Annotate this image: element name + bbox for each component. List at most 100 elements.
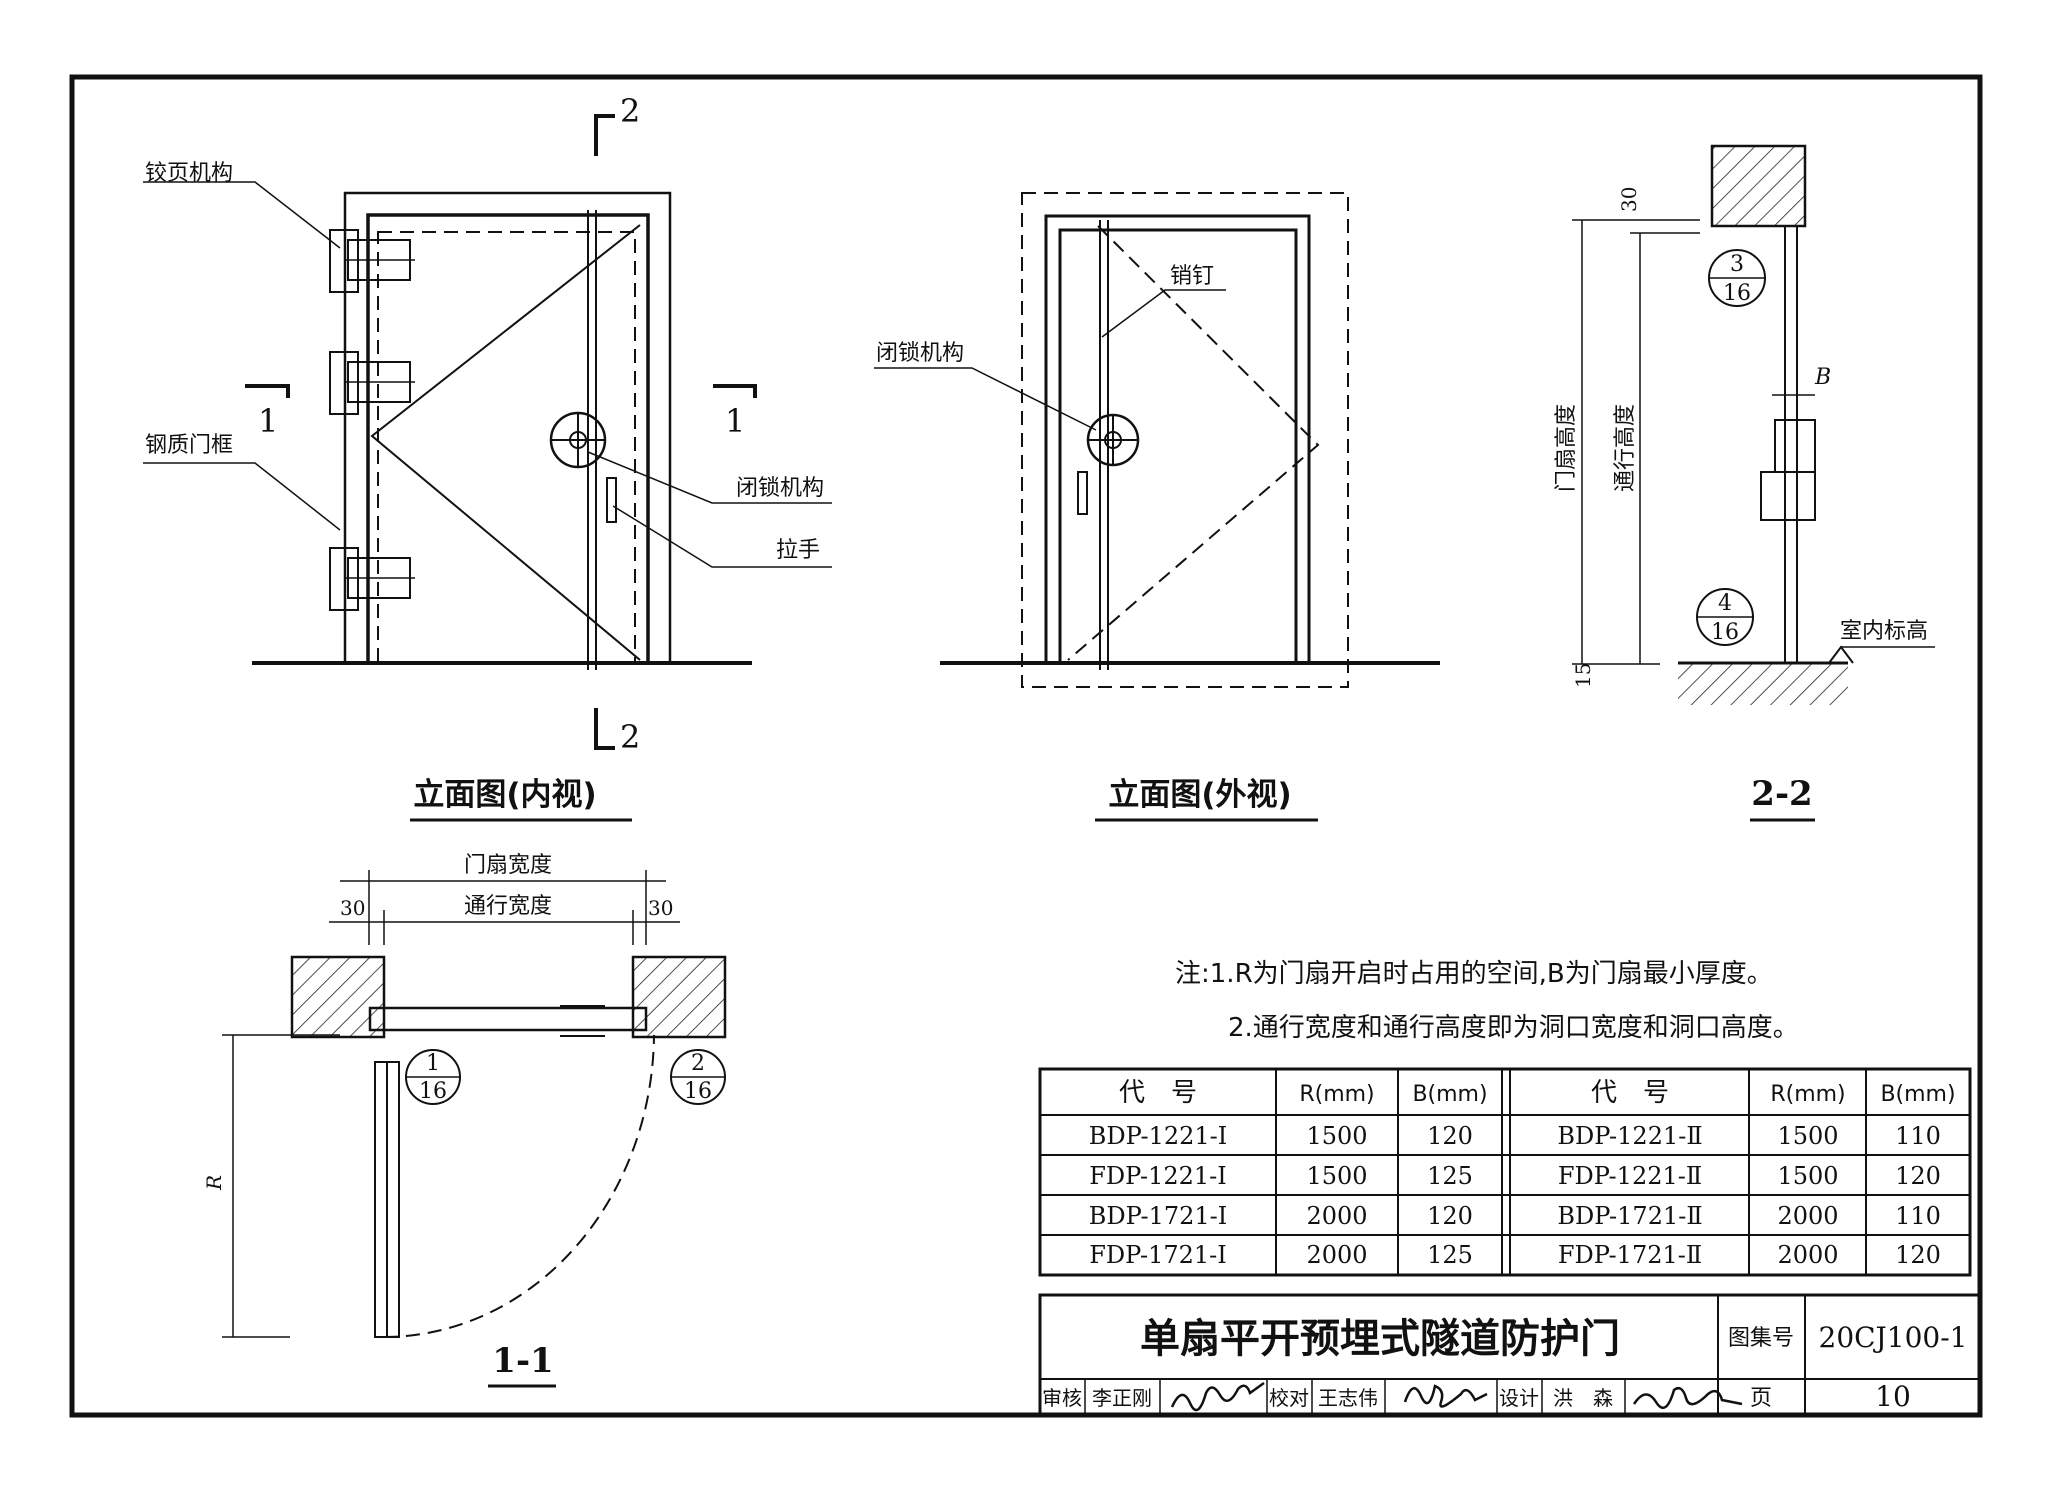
svg-text:BDP-1721-Ⅱ: BDP-1721-Ⅱ [1557,1202,1702,1230]
table-row: BDP-1721-I 2000 120 BDP-1721-Ⅱ 2000 110 [1089,1202,1941,1230]
svg-text:FDP-1721-I: FDP-1721-I [1089,1241,1227,1269]
inner-elevation-view: 铰页机构 钢质门框 闭锁机构 拉手 2 2 1 1 立面图(内视) [143,92,832,822]
lock-label-outer: 闭锁机构 [876,341,964,366]
pass-width-label: 通行宽度 [464,894,552,919]
section-2-2-view: 30 15 门扇高度 通行高度 B 3 16 4 16 室内标高 2-2 [1554,144,1935,822]
hinge-bottom [329,547,415,611]
hinge-top [329,229,415,293]
svg-text:2000: 2000 [1777,1202,1838,1230]
svg-text:1500: 1500 [1777,1122,1838,1150]
table-row: FDP-1221-I 1500 125 FDP-1221-Ⅱ 1500 120 [1089,1162,1941,1190]
inner-elevation-title: 立面图(内视) [413,777,596,813]
section-mark-1-right: 1 [725,402,745,440]
svg-text:2000: 2000 [1777,1241,1838,1269]
table-header: 代 号 [1119,1078,1197,1108]
hinge-label: 铰页机构 [145,161,233,186]
design-label: 设计 [1499,1386,1539,1410]
pass-height-label: 通行高度 [1613,404,1638,492]
lock-wheel [549,411,607,469]
section-mark-2-bottom: 2 [620,718,640,756]
section-1-1-title: 1-1 [492,1341,553,1381]
b-label: B [1814,365,1831,390]
checker-name: 王志伟 [1318,1386,1378,1410]
section-mark-1-left: 1 [258,402,278,440]
lock-wheel-outer [1086,413,1140,467]
pin-label: 销钉 [1170,264,1214,289]
table-header: R(mm) [1299,1082,1374,1107]
title-block: 单扇平开预埋式隧道防护门 图集号 20CJ100-1 页 10 审核 李正刚 校… [1038,1293,1982,1417]
sheet-border [69,74,1983,1418]
svg-text:BDP-1221-I: BDP-1221-I [1089,1122,1228,1150]
svg-text:FDP-1221-I: FDP-1221-I [1089,1162,1227,1190]
note-2: 2.通行宽度和通行高度即为洞口宽度和洞口高度。 [1228,1013,1799,1043]
designer-name: 洪 森 [1553,1386,1613,1410]
reviewer-signature [1170,1381,1265,1412]
designer-signature [1632,1387,1743,1410]
page-label: 页 [1750,1386,1772,1411]
detail-ref-2-16: 2 16 [670,1049,726,1105]
dim-30-left: 30 [340,896,365,920]
page-number: 10 [1875,1380,1911,1413]
section-2-2-title: 2-2 [1751,774,1812,814]
table-header: R(mm) [1770,1082,1845,1107]
svg-text:125: 125 [1427,1241,1473,1269]
table-header: B(mm) [1412,1082,1487,1107]
dim-30-top: 30 [1617,187,1641,212]
svg-text:2000: 2000 [1306,1241,1367,1269]
svg-text:16: 16 [684,1079,712,1104]
table-row: BDP-1221-I 1500 120 BDP-1221-Ⅱ 1500 110 [1089,1122,1941,1150]
svg-text:110: 110 [1895,1202,1941,1230]
svg-text:2000: 2000 [1306,1202,1367,1230]
svg-text:120: 120 [1427,1202,1473,1230]
leaf-width-label: 门扇宽度 [464,853,552,878]
hinge-middle [329,351,415,415]
section-mark-2-top: 2 [620,92,640,130]
svg-text:FDP-1221-Ⅱ: FDP-1221-Ⅱ [1558,1162,1702,1190]
svg-text:FDP-1721-Ⅱ: FDP-1721-Ⅱ [1558,1241,1702,1269]
svg-text:1: 1 [426,1051,440,1076]
spec-table: 代 号 R(mm) B(mm) 代 号 R(mm) B(mm) BDP-1221… [1038,1067,1972,1277]
svg-text:120: 120 [1427,1122,1473,1150]
dim-30-right: 30 [648,896,673,920]
detail-ref-4-16: 4 16 [1696,588,1754,646]
svg-text:120: 120 [1895,1162,1941,1190]
svg-text:16: 16 [419,1079,447,1104]
svg-text:110: 110 [1895,1122,1941,1150]
svg-text:2: 2 [691,1051,705,1076]
table-header: B(mm) [1880,1082,1955,1107]
leaf-height-label: 门扇高度 [1554,404,1579,492]
svg-text:3: 3 [1730,252,1744,277]
detail-ref-1-16: 1 16 [405,1049,461,1105]
frame-label: 钢质门框 [145,433,233,458]
svg-text:BDP-1221-Ⅱ: BDP-1221-Ⅱ [1557,1122,1702,1150]
svg-text:1500: 1500 [1306,1162,1367,1190]
floor-level-label: 室内标高 [1840,619,1928,644]
atlas-number: 20CJ100-1 [1819,1321,1968,1354]
svg-text:BDP-1721-I: BDP-1721-I [1089,1202,1228,1230]
outer-elevation-view: 销钉 闭锁机构 立面图(外视) [874,192,1440,822]
svg-text:16: 16 [1711,620,1739,645]
door-handle [606,477,617,523]
outer-elevation-title: 立面图(外视) [1108,777,1291,813]
note-1: 注:1.R为门扇开启时占用的空间,B为门扇最小厚度。 [1175,959,1773,989]
lock-label: 闭锁机构 [736,476,824,501]
checker-signature [1403,1384,1488,1408]
svg-text:1500: 1500 [1306,1122,1367,1150]
svg-text:4: 4 [1718,591,1732,616]
svg-text:125: 125 [1427,1162,1473,1190]
r-label: R [202,1175,226,1191]
atlas-label: 图集号 [1728,1326,1794,1351]
check-label: 校对 [1269,1386,1309,1410]
table-row: FDP-1721-I 2000 125 FDP-1721-Ⅱ 2000 120 [1089,1241,1941,1269]
svg-text:120: 120 [1895,1241,1941,1269]
svg-text:1500: 1500 [1777,1162,1838,1190]
handle-label: 拉手 [776,538,820,563]
drawing-title: 单扇平开预埋式隧道防护门 [1140,1316,1620,1362]
dim-15-bottom: 15 [1571,663,1595,688]
review-label: 审核 [1042,1386,1082,1410]
section-1-1-view: R 门扇宽度 通行宽度 30 30 1 16 2 16 1-1 [202,853,727,1388]
svg-text:16: 16 [1723,281,1751,306]
detail-ref-3-16: 3 16 [1708,249,1766,307]
table-header: 代 号 [1591,1078,1669,1108]
